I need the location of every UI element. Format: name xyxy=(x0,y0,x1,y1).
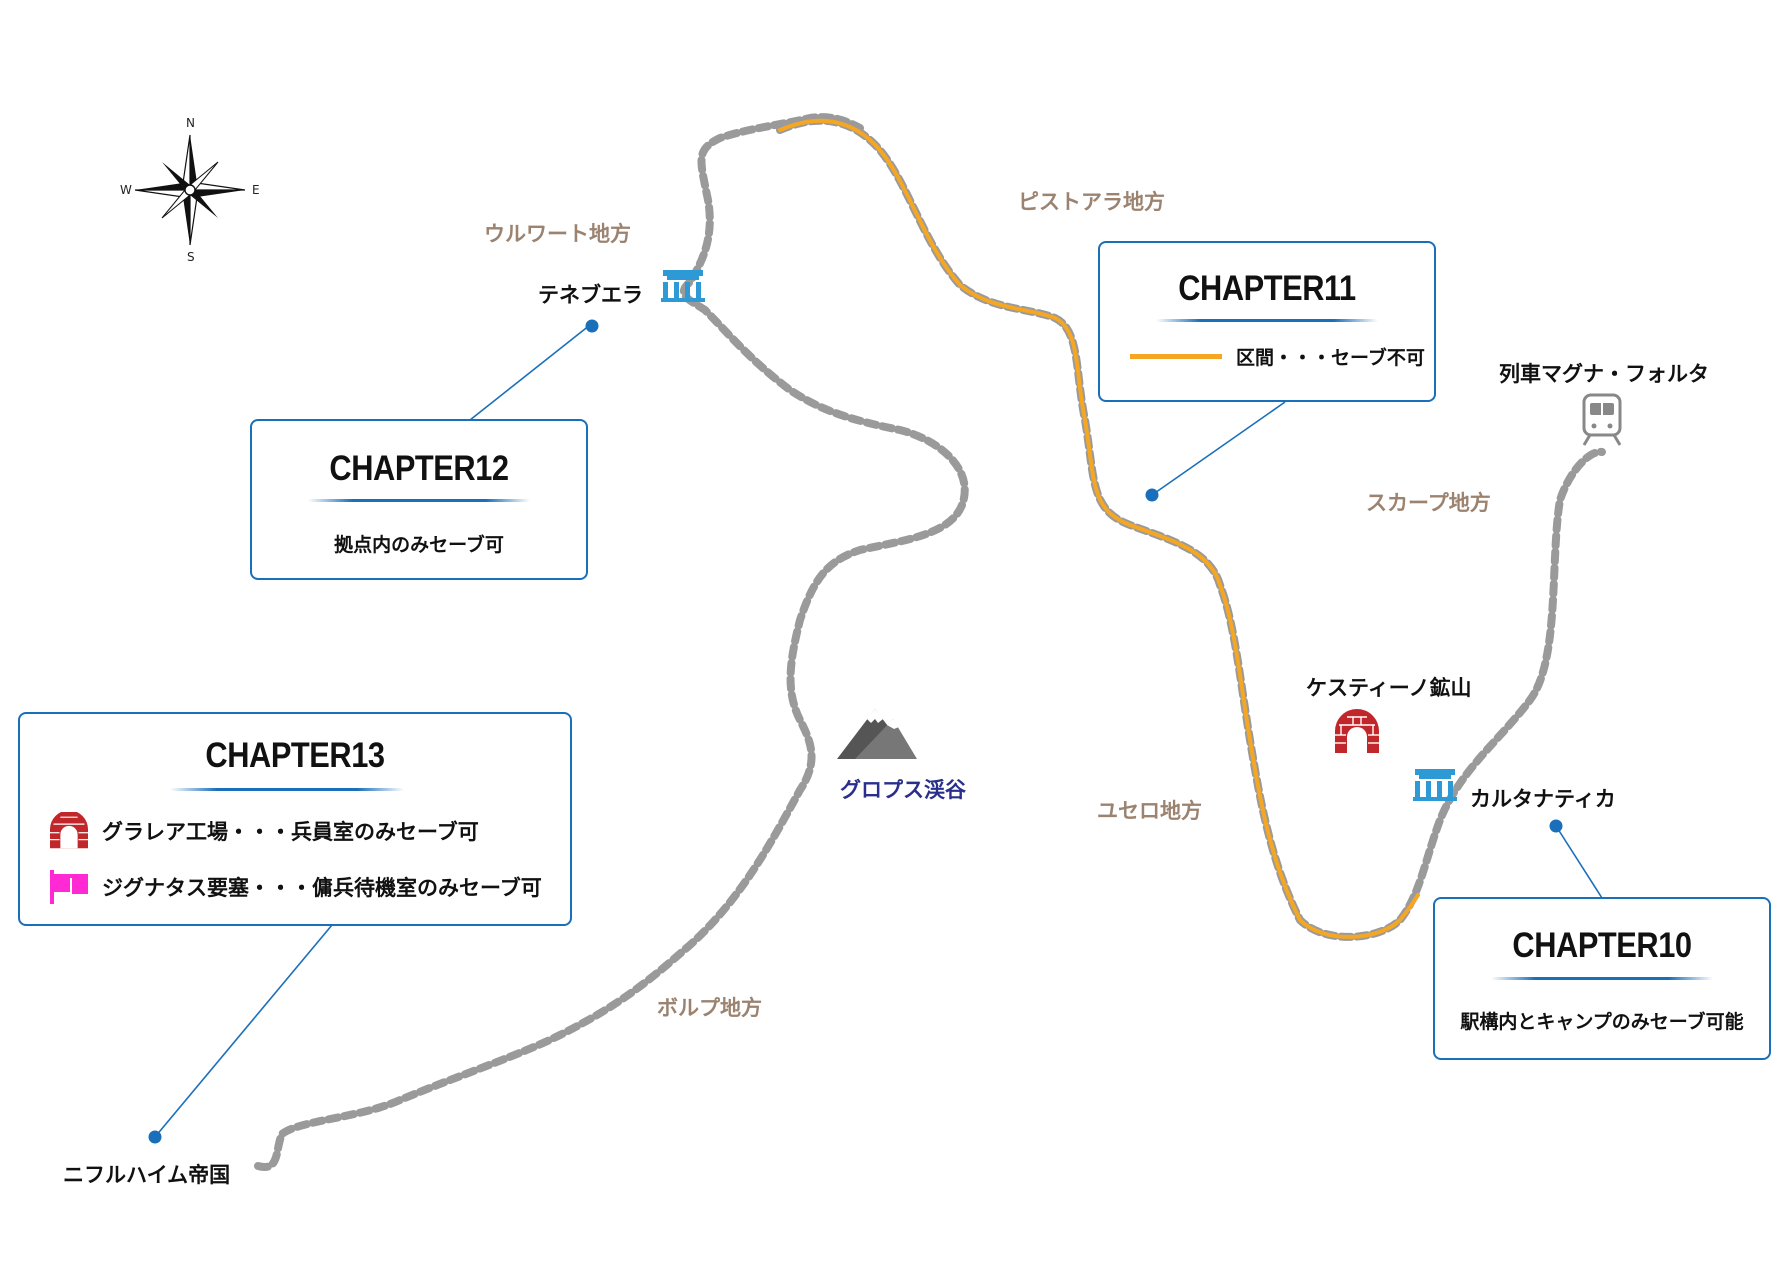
region-scarp: スカープ地方 xyxy=(1366,491,1491,515)
no-save-section-line xyxy=(778,118,1420,939)
chapter12-note: 拠点内のみセーブ可 xyxy=(334,534,504,556)
compass-e-label: E xyxy=(252,183,260,197)
compass-rose-icon xyxy=(134,134,246,246)
cartanatica-dot xyxy=(1549,819,1563,833)
chapter11-title: CHAPTER11 xyxy=(1178,269,1356,308)
region-pistoara: ピストアラ地方 xyxy=(1018,190,1165,214)
place-cartanatica: カルタナティカ xyxy=(1470,787,1616,811)
place-valley: グロプス渓谷 xyxy=(840,778,966,802)
chapter13-underline xyxy=(170,788,404,791)
region-borup: ボルプ地方 xyxy=(657,996,762,1020)
factory-icon xyxy=(50,812,88,849)
chapter11-legend: 区間・・・セーブ不可 xyxy=(1130,343,1425,370)
chapter12-underline xyxy=(308,499,530,502)
place-tenebrae: テネブエラ xyxy=(538,283,643,307)
ch12-pointer-line xyxy=(469,324,591,421)
compass-s-label: S xyxy=(187,250,195,264)
chapter10-title: CHAPTER10 xyxy=(1512,926,1692,965)
chapter11-underline xyxy=(1156,319,1378,322)
chapter10-underline xyxy=(1491,977,1713,980)
ch11-pointer-line xyxy=(1151,401,1286,496)
chapter13-title: CHAPTER13 xyxy=(205,736,385,775)
ch10-pointer-line xyxy=(1555,825,1603,899)
chapter11-box: CHAPTER11 区間・・・セーブ不可 xyxy=(1098,241,1436,402)
ch11-dot xyxy=(1145,488,1159,502)
compass-w-label: W xyxy=(120,183,132,197)
chapter12-title: CHAPTER12 xyxy=(329,449,509,488)
chapter13-fort-text: ジグナタス要塞・・・傭兵待機室のみセーブ可 xyxy=(102,876,542,900)
compass-n-label: N xyxy=(186,116,195,130)
place-train: 列車マグナ・フォルタ xyxy=(1499,362,1709,386)
tenebrae-dot xyxy=(585,319,599,333)
mine-icon xyxy=(1335,709,1379,753)
chapter13-box: CHAPTER13 グラレア工場・・・兵員室のみセーブ可 ジグナタス要塞・・・傭… xyxy=(18,712,572,926)
railway-route-west xyxy=(254,113,969,1171)
mountain-icon xyxy=(837,709,917,759)
chapter11-legend-text: 区間・・・セーブ不可 xyxy=(1236,347,1425,369)
place-nifleheim: ニフルハイム帝国 xyxy=(63,1163,231,1187)
chapter13-item-factory: グラレア工場・・・兵員室のみセーブ可 xyxy=(46,812,479,850)
region-wulwort: ウルワート地方 xyxy=(484,222,631,246)
chapter10-note: 駅構内とキャンプのみセーブ可能 xyxy=(1460,1011,1744,1033)
chapter13-factory-text: グラレア工場・・・兵員室のみセーブ可 xyxy=(102,820,479,844)
chapter10-box: CHAPTER10 駅構内とキャンプのみセーブ可能 xyxy=(1433,897,1771,1060)
station-icon-tenebrae xyxy=(661,270,705,302)
no-save-legend-swatch xyxy=(1130,354,1222,359)
ch13-pointer-line xyxy=(154,924,333,1138)
train-icon xyxy=(1582,393,1622,446)
place-kestino: ケスティーノ鉱山 xyxy=(1306,676,1472,700)
chapter12-box: CHAPTER12 拠点内のみセーブ可 xyxy=(250,419,588,580)
chapter13-item-fort: ジグナタス要塞・・・傭兵待機室のみセーブ可 xyxy=(46,868,542,906)
station-icon-cartanatica xyxy=(1413,769,1457,801)
region-yusero: ユセロ地方 xyxy=(1097,799,1202,823)
flag-icon xyxy=(50,870,88,904)
nifleheim-dot xyxy=(148,1130,162,1144)
